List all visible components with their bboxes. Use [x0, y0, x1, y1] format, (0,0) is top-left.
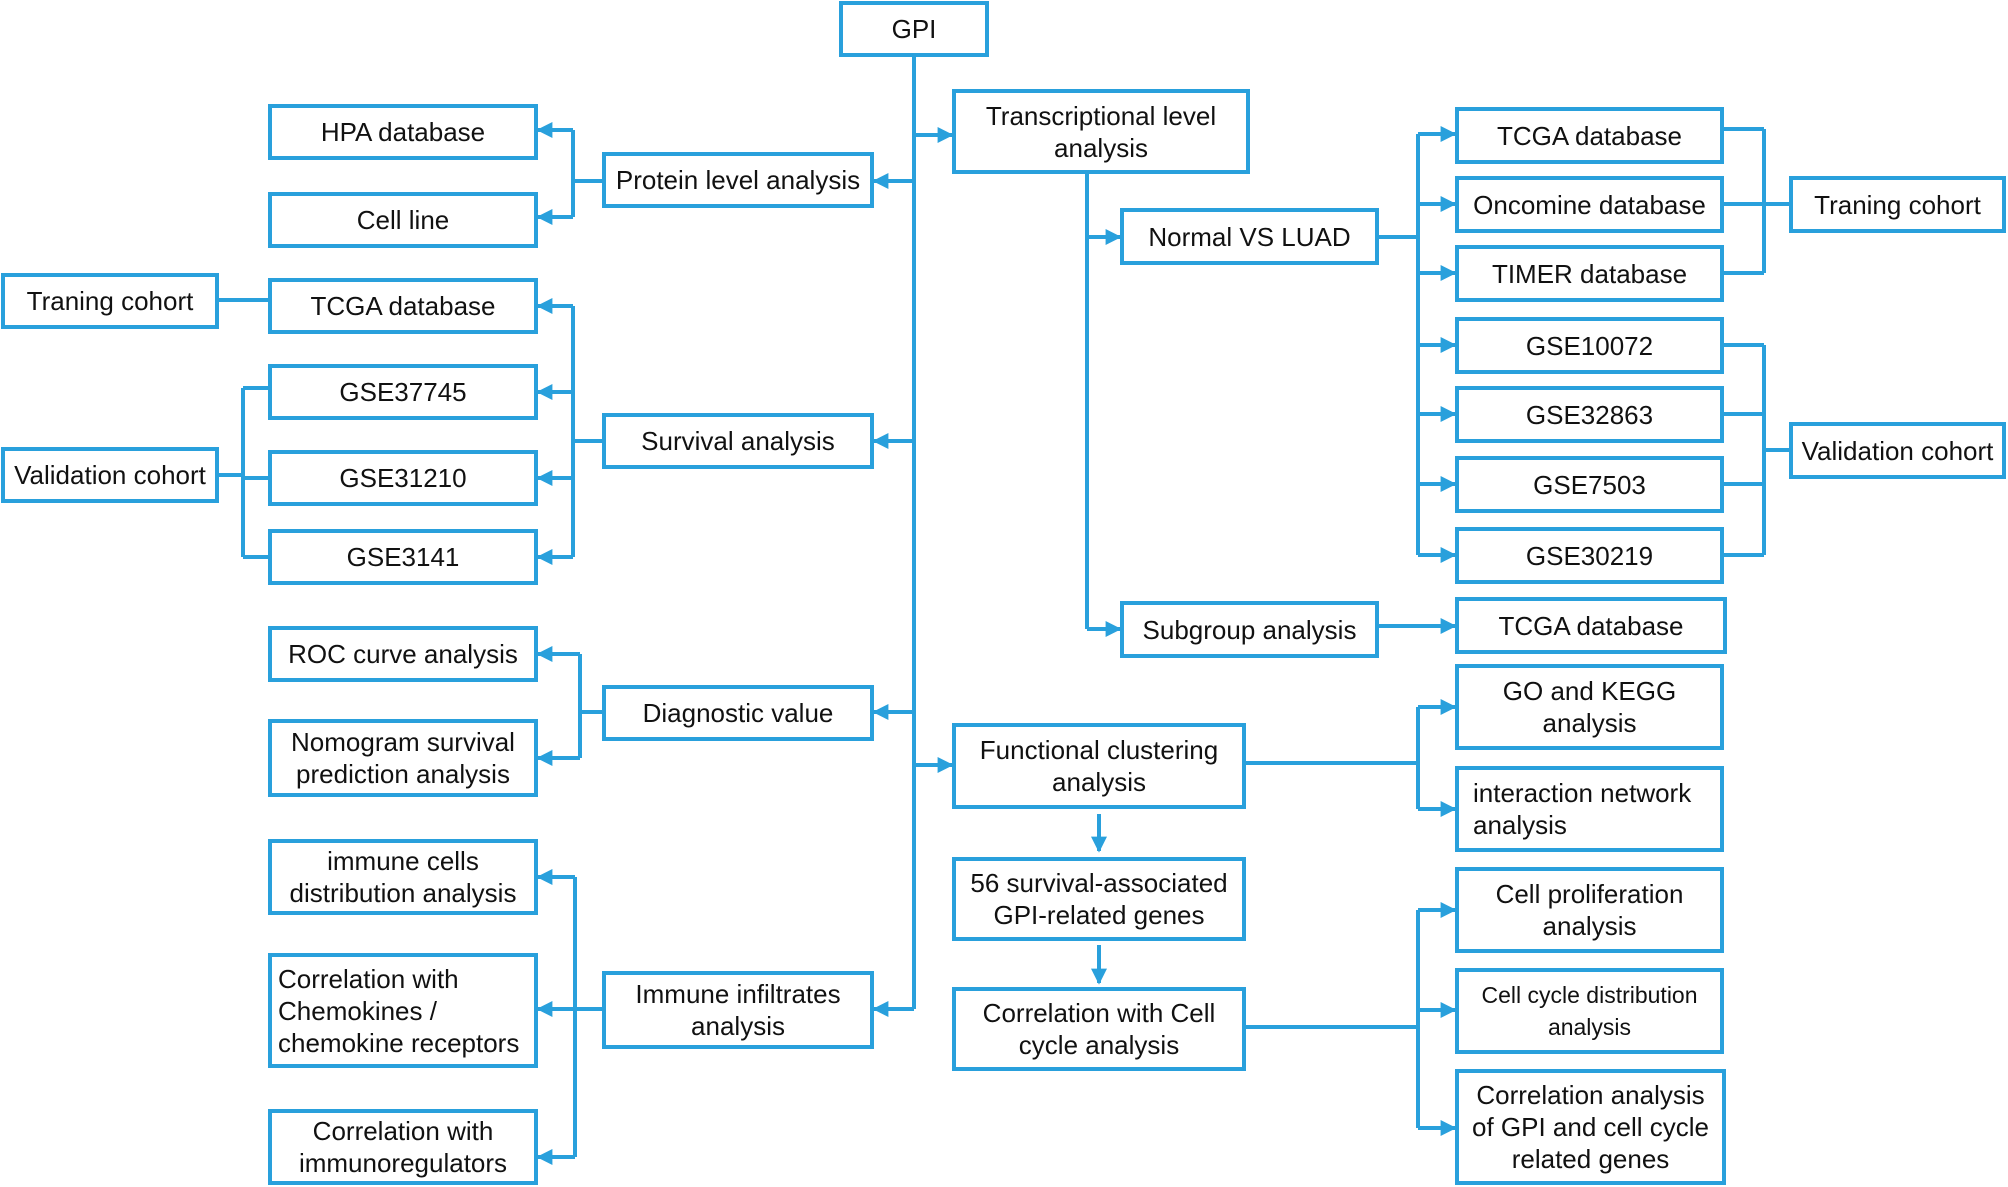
gse31210-node: GSE31210	[268, 450, 538, 506]
functional-node: Functional clustering analysis	[952, 723, 1246, 809]
immune-cells-node: immune cells distribution analysis	[268, 839, 538, 915]
training-cohort-right: Traning cohort	[1789, 176, 2006, 233]
connector-diagnostic-bus	[578, 654, 602, 758]
connector-normal-bus	[1379, 134, 1420, 555]
connector-validation-right	[1724, 343, 1789, 557]
survival-genes-node: 56 survival-associated GPI-related genes	[952, 857, 1246, 941]
gse30219-node: GSE30219	[1455, 527, 1724, 584]
nomogram-node: Nomogram survival prediction analysis	[268, 719, 538, 797]
hpa-database-node: HPA database	[268, 104, 538, 160]
chemokines-node: Correlation with Chemokines / chemokine …	[268, 953, 538, 1068]
survival-tcga-node: TCGA database	[268, 278, 538, 334]
training-cohort-left: Traning cohort	[1, 273, 219, 329]
connector-cellcycle-bus	[1246, 910, 1420, 1128]
go-kegg-node: GO and KEGG analysis	[1455, 664, 1724, 750]
timer-node: TIMER database	[1455, 245, 1724, 302]
immune-node: Immune infiltrates analysis	[602, 971, 874, 1049]
gse10072-node: GSE10072	[1455, 317, 1724, 374]
gse3141-node: GSE3141	[268, 529, 538, 585]
oncomine-node: Oncomine database	[1455, 176, 1724, 233]
subgroup-node: Subgroup analysis	[1120, 601, 1379, 658]
cell-proliferation-node: Cell proliferation analysis	[1455, 867, 1724, 953]
gse37745-node: GSE37745	[268, 364, 538, 420]
connector-survival-bus	[571, 306, 602, 557]
subgroup-tcga-node: TCGA database	[1455, 597, 1727, 654]
cell-cycle-distribution-node: Cell cycle distribution analysis	[1455, 968, 1724, 1054]
tcga-database-right: TCGA database	[1455, 107, 1724, 164]
roc-curve-node: ROC curve analysis	[268, 626, 538, 682]
connector-immune-bus	[573, 877, 602, 1157]
correlation-genes-node: Correlation analysis of GPI and cell cyc…	[1455, 1069, 1726, 1185]
cell-cycle-node: Correlation with Cell cycle analysis	[952, 987, 1246, 1071]
immunoregulators-node: Correlation with immunoregulators	[268, 1109, 538, 1185]
cell-line-node: Cell line	[268, 192, 538, 248]
interaction-network-node: interaction network analysis	[1455, 766, 1724, 852]
normal-vs-luad-node: Normal VS LUAD	[1120, 208, 1379, 265]
validation-cohort-left: Validation cohort	[1, 447, 219, 503]
gse32863-node: GSE32863	[1455, 386, 1724, 443]
diagnostic-node: Diagnostic value	[602, 685, 874, 741]
connector-protein-bus	[571, 130, 602, 217]
validation-cohort-right: Validation cohort	[1789, 422, 2006, 479]
connector-validation-left	[219, 386, 268, 559]
connector-training-right	[1724, 127, 1789, 275]
root-node: GPI	[839, 1, 989, 57]
connector-functional-bus	[1246, 707, 1420, 809]
transcriptional-node: Transcriptional level analysis	[952, 89, 1250, 174]
gse7503-node: GSE7503	[1455, 456, 1724, 513]
survival-node: Survival analysis	[602, 413, 874, 469]
protein-node: Protein level analysis	[602, 152, 874, 208]
